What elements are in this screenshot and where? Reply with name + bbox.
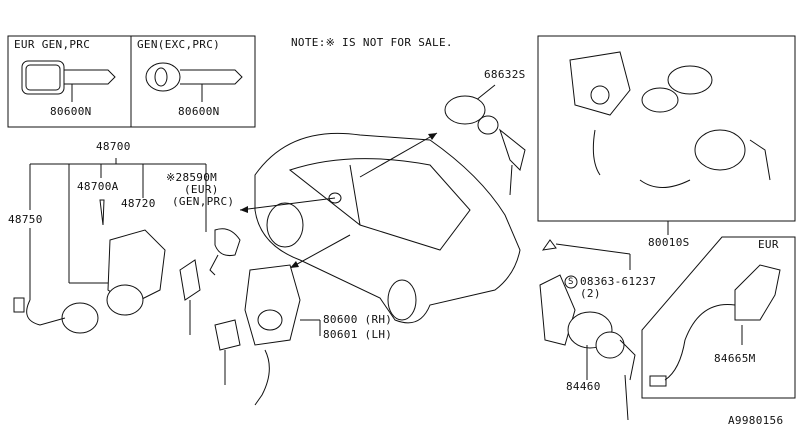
eur-box-title: EUR (758, 238, 779, 251)
key-eur-icon (21, 60, 116, 102)
eur-box-frame (641, 236, 796, 399)
part-label-28590m[interactable]: ※28590M (166, 171, 218, 184)
trunk-cylinder-68632s-icon (444, 84, 526, 196)
part-label-48720[interactable]: 48720 (121, 197, 156, 210)
part-label-84665m[interactable]: 84665M (714, 352, 756, 365)
part-label-80600n-gen[interactable]: 80600N (178, 105, 220, 118)
part-label-80600n-eur[interactable]: 80600N (50, 105, 92, 118)
part-label-80601-lh[interactable]: 80601 (LH) (323, 328, 393, 341)
leader-48700 (29, 158, 207, 300)
part-label-48700a[interactable]: 48700A (77, 180, 119, 193)
part-label-80600-rh[interactable]: 80600 (RH) (323, 313, 393, 326)
key-box-frame (7, 35, 256, 128)
part-label-48750[interactable]: 48750 (8, 213, 43, 226)
part-label-48700[interactable]: 48700 (96, 140, 131, 153)
car-icon (254, 132, 521, 324)
part-label-84460[interactable]: 84460 (566, 380, 601, 393)
lock-assembly-48700-icon (13, 199, 241, 335)
kit-box-frame (537, 35, 796, 222)
key-gen-icon (145, 62, 243, 102)
door-lock-80600-icon (214, 264, 321, 406)
bolt-s-circle (564, 275, 578, 289)
switch-84665m-icon (649, 264, 781, 387)
arrows (239, 132, 438, 269)
kit-parts-icon (569, 51, 771, 188)
bolt-quantity: (2) (580, 287, 601, 300)
part-label-68632s[interactable]: 68632S (484, 68, 526, 81)
bolt-s-symbol: S (568, 277, 574, 287)
note-text: NOTE:※ IS NOT FOR SALE. (291, 36, 453, 49)
part-label-08363-61237[interactable]: 08363-61237 (580, 275, 657, 288)
key-box-right-title: GEN(EXC,PRC) (137, 38, 221, 51)
part-label-28590m-eur: (EUR) (184, 183, 219, 196)
part-label-80010s[interactable]: 80010S (648, 236, 690, 249)
part-label-28590m-gen: (GEN,PRC) (172, 195, 235, 208)
ignition-84460-icon (539, 239, 636, 421)
diagram-id: A9980156 (728, 414, 784, 427)
key-box-left-title: EUR GEN,PRC (14, 38, 91, 51)
